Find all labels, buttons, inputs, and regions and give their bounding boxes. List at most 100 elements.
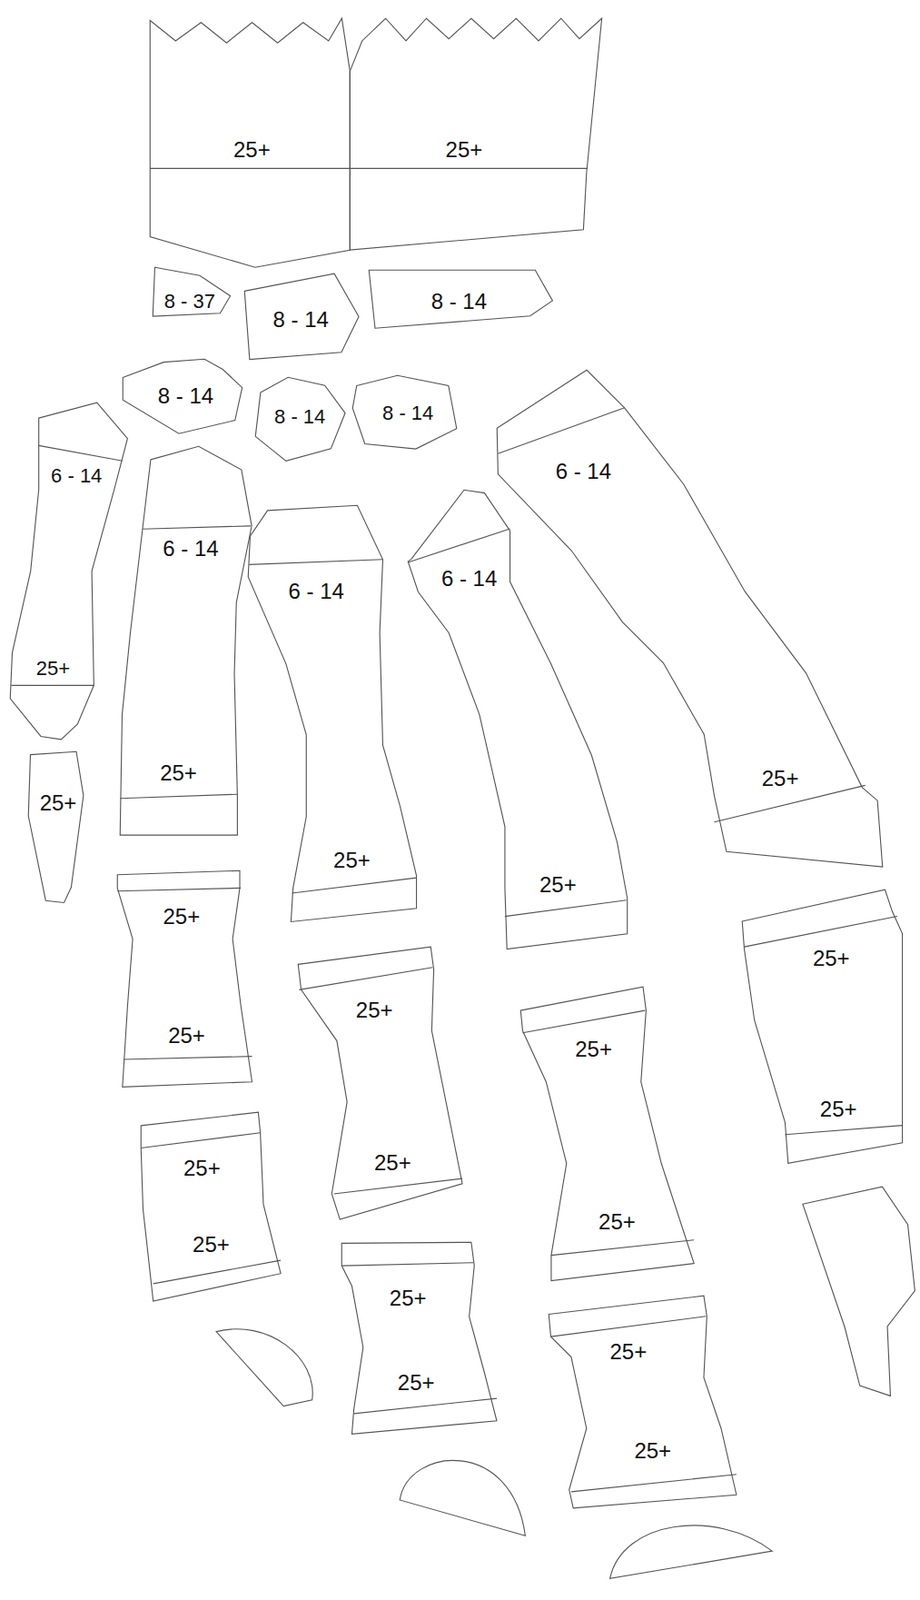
age-range: 25+ [820,1098,858,1120]
age-range: 25+ [761,767,800,790]
phalanx-bone: 25+ 25+ [115,868,255,1089]
bone-contour [297,946,463,1219]
phalanx-bone: 25+ [26,749,86,905]
metacarpal-bone: 6 - 1425+ [118,444,254,837]
epiphysis-line [39,445,123,462]
epiphysis-line [354,1397,497,1414]
age-range: 25+ [598,1210,636,1233]
age-range: 25+ [39,791,78,814]
distal-phalanx [399,1459,525,1535]
age-range: 25+ [539,873,577,896]
metacarpal-bone: 6 - 14 25+ [494,367,885,869]
epiphysis-line [10,684,94,686]
bone-outline [138,1109,283,1303]
epiphysis-line [120,793,238,798]
age-range: 6 - 14 [50,465,102,486]
age-range: 25+ [389,1286,427,1309]
age-range: 8 - 37 [164,291,216,312]
age-range: 25+ [233,138,271,161]
bone-contour [122,358,242,434]
age-range: 8 - 14 [274,406,326,427]
radius-bone: 25+ [148,16,353,270]
phalanx-bone: 25+25+ [339,1239,499,1436]
carpal-bone: 8 - 14 [120,356,245,436]
age-range: 25+ [445,138,484,161]
epiphysis-line [407,528,510,563]
epiphysis-line [117,887,241,891]
bone-outline [8,400,130,742]
age-range: 8 - 14 [273,308,329,331]
age-range: 6 - 14 [555,460,612,483]
carpal-bone: 8 - 14 [350,373,459,451]
bone-contour [245,273,360,359]
age-range: 25+ [609,1340,647,1363]
bone-contour [369,270,554,329]
bone-contour [742,889,903,1163]
metacarpal-bone: 6 - 14 25+ [405,487,630,951]
bone-contour [149,18,350,268]
age-range: 6 - 14 [287,580,344,603]
bone-contour [28,751,84,903]
metacarpal-bone: 6 - 14 25+ [246,503,419,924]
carpal-bone: 8 - 37 [150,265,233,318]
age-range: 25+ [192,1233,230,1256]
epiphysis-line [550,1315,706,1336]
age-range: 25+ [812,947,851,970]
bone-contour [353,375,458,449]
bone-outline [26,749,86,905]
phalanx-bone: 25+ 25+ [546,1293,739,1510]
age-range: 25+ [333,849,371,871]
bone-outline [546,1293,739,1510]
epiphysis-line [713,785,865,822]
epiphysis-line [349,168,588,169]
carpal-bone: 8 - 14 [242,271,361,362]
distal-phalanx [802,1186,916,1395]
distal-phalanx [216,1328,313,1406]
bone-contour [117,870,252,1087]
phalanx-bone: 25+ 25+ [740,887,905,1165]
epiphysis-line [123,1055,253,1059]
age-range: 8 - 14 [382,403,434,424]
bone-outline [115,868,255,1089]
age-range: 25+ [183,1157,221,1179]
epiphysis-line [504,900,627,917]
age-range: 6 - 14 [441,567,497,590]
bone-contour [152,267,230,317]
metacarpal-bone: 6 - 14 25+ [8,400,130,742]
carpal-bone: 8 - 14 [253,375,347,464]
phalanx-bone: 25+25+ [296,944,465,1221]
epiphysis-line [744,915,898,947]
epiphysis-line [341,1261,474,1265]
bone-contour [520,986,694,1280]
age-range: 25+ [36,658,70,679]
bone-outline [405,487,630,951]
epiphysis-line [248,558,383,564]
age-range: 25+ [163,905,201,928]
epiphysis-line [298,967,433,990]
age-range: 25+ [574,1038,613,1060]
epiphysis-line [333,1177,462,1194]
epiphysis-line [291,877,416,893]
phalanx-bone: 25+ 25+ [518,984,696,1283]
epiphysis-line [142,524,251,528]
bone-outline [246,503,419,924]
carpal-bone: 8 - 14 [366,267,555,331]
bone-contour [407,489,627,949]
bone-contour [140,1111,281,1301]
epiphysis-line [149,168,350,169]
bone-contour [349,18,602,250]
age-range: 8 - 14 [158,385,214,407]
bone-contour [9,403,128,741]
bone-contour [255,377,346,462]
bone-outline [494,367,885,869]
bone-outline [740,887,905,1165]
age-range: 6 - 14 [162,537,218,560]
age-range: 25+ [168,1024,206,1047]
bone-contour [341,1241,497,1434]
bone-contour [496,370,883,868]
age-range: 25+ [633,1439,672,1462]
bone-contour [247,504,416,921]
bone-outline [296,944,465,1221]
epiphysis-line [550,1239,693,1256]
